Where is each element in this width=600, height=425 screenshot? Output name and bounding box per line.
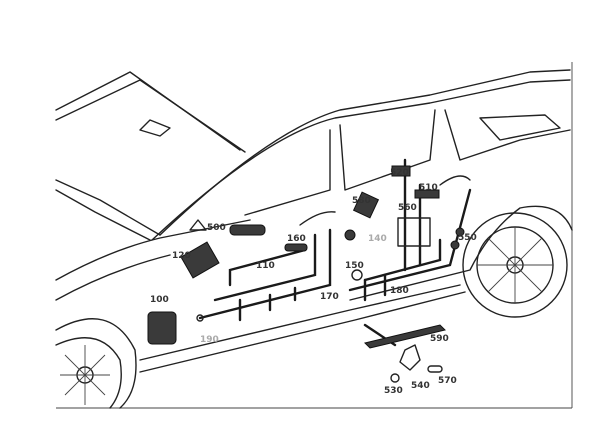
callout-140: 140 [368, 234, 387, 244]
callout-520: 520 [390, 168, 409, 178]
callout-190: 190 [200, 335, 219, 345]
bracket-part [399, 344, 421, 371]
connector-part [284, 243, 308, 252]
control-module-part [180, 241, 220, 279]
connector-part [229, 224, 266, 236]
callout-120: 120 [172, 251, 191, 261]
bolt-part [455, 227, 465, 237]
clip-part [351, 269, 363, 281]
sensor-part [344, 229, 356, 241]
callout-550: 550 [458, 233, 477, 243]
connector-part [189, 219, 207, 231]
callout-590: 590 [430, 334, 449, 344]
callout-560: 560 [398, 203, 417, 213]
callout-500: 500 [207, 223, 226, 233]
callout-170: 170 [320, 292, 339, 302]
rear-wheel [462, 212, 568, 318]
callout-510: 510 [419, 183, 438, 193]
callout-580: 580 [352, 196, 371, 206]
callout-110: 110 [256, 261, 275, 271]
grommet-part [147, 311, 177, 345]
bracket-part [397, 217, 431, 247]
bolt-part [450, 240, 460, 250]
rail-part [364, 324, 446, 349]
callout-150: 150 [345, 261, 364, 271]
callout-570: 570 [438, 376, 457, 386]
connector-part [414, 189, 440, 199]
callout-530: 530 [384, 386, 403, 396]
connector-part [391, 165, 411, 177]
clip-part [427, 365, 443, 373]
callouts: 100 120 500 110 160 170 580 140 150 520 … [150, 168, 477, 396]
nut-part [390, 373, 400, 383]
car-body-outline [55, 69, 573, 373]
clip-part [196, 314, 204, 322]
wiring-harness [198, 158, 472, 347]
parts [147, 165, 465, 383]
callout-160: 160 [287, 234, 306, 244]
switch-part [352, 191, 380, 219]
callout-540: 540 [411, 381, 430, 391]
callout-100: 100 [150, 295, 169, 305]
front-wheel [55, 318, 137, 409]
callout-180: 180 [390, 286, 409, 296]
